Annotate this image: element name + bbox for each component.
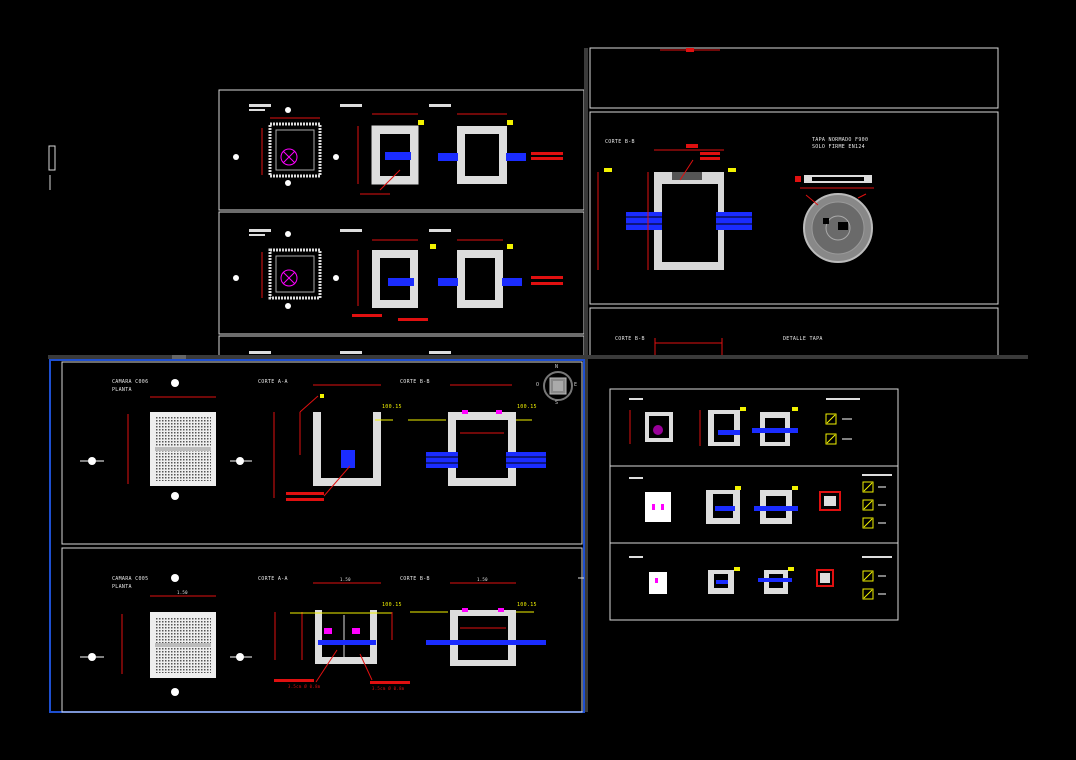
viewport-divider-horizontal[interactable] [48, 355, 1028, 359]
section-bb-1 [408, 384, 546, 486]
label-corte-bb-right-lower: CORTE B-B [615, 336, 645, 342]
label-level-a-2: 100.15 [382, 602, 402, 608]
layout-tab-marker [48, 145, 56, 171]
label-level-a-1: 100.15 [382, 404, 402, 410]
label-detalle-tapa: DETALLE TAPA [783, 336, 823, 342]
compass-east[interactable]: E [574, 382, 578, 388]
manhole-cover-detail [795, 175, 874, 263]
viewport-divider-vertical[interactable] [584, 48, 588, 712]
sheet-frame [61, 361, 583, 545]
compass-south[interactable]: S [555, 400, 559, 406]
label-dim-150-1: 1.50 [177, 590, 188, 595]
label-corte-bb-right: CORTE B-B [605, 139, 635, 145]
label-plan2-title-1: CAMARA C005 [112, 576, 149, 582]
label-dim-150-2: 1.50 [340, 577, 351, 582]
compass-north[interactable]: N [555, 364, 559, 370]
row3-headers [249, 351, 451, 354]
label-level-b-1: 100.15 [517, 404, 537, 410]
view-cube-compass[interactable] [540, 368, 576, 404]
label-corte-aa-1: CORTE A-A [258, 379, 288, 385]
viewport-top-right[interactable] [589, 47, 999, 357]
plan-view-2 [233, 229, 339, 309]
sheet-frame [609, 388, 899, 621]
viewport-bottom-right[interactable] [609, 388, 899, 621]
label-note-a: 3.5cm Ø 0.8m [288, 684, 321, 689]
label-tapa-title-2: SOLO FIRME EN124 [812, 144, 865, 150]
label-plan2-title-2: PLANTA [112, 584, 132, 590]
compass-west[interactable]: O [536, 382, 540, 388]
grating-plan-1 [80, 379, 252, 500]
label-level-b-2: 100.15 [517, 602, 537, 608]
label-note-b: 3.5cm Ø 0.8m [372, 686, 405, 691]
section-view-2a [340, 229, 436, 321]
section-view-large [597, 144, 752, 270]
plan-view-1 [233, 104, 339, 186]
label-plan1-title-2: PLANTA [112, 387, 132, 393]
label-tapa-title-1: TAPA NORMADO F900 [812, 137, 869, 143]
section-aa-1 [273, 384, 393, 501]
viewport-bottom-left-active[interactable] [49, 359, 585, 713]
label-corte-bb-2: CORTE B-B [400, 576, 430, 582]
viewport-top-left[interactable] [48, 89, 585, 357]
sheet-frame [61, 547, 583, 713]
label-corte-bb-1: CORTE B-B [400, 379, 430, 385]
label-dim-150-3: 1.50 [477, 577, 488, 582]
section-view-2b [429, 229, 563, 308]
sheet-frame [589, 111, 999, 305]
section-aa-2 [274, 582, 410, 684]
section-bb-2 [410, 577, 584, 666]
section-view-1a [340, 104, 424, 195]
sheet-frame [589, 47, 999, 109]
label-corte-aa-2: CORTE A-A [258, 576, 288, 582]
grating-plan-2 [80, 574, 252, 696]
section-view-1b [429, 104, 563, 184]
label-plan1-title-1: CAMARA C006 [112, 379, 149, 385]
